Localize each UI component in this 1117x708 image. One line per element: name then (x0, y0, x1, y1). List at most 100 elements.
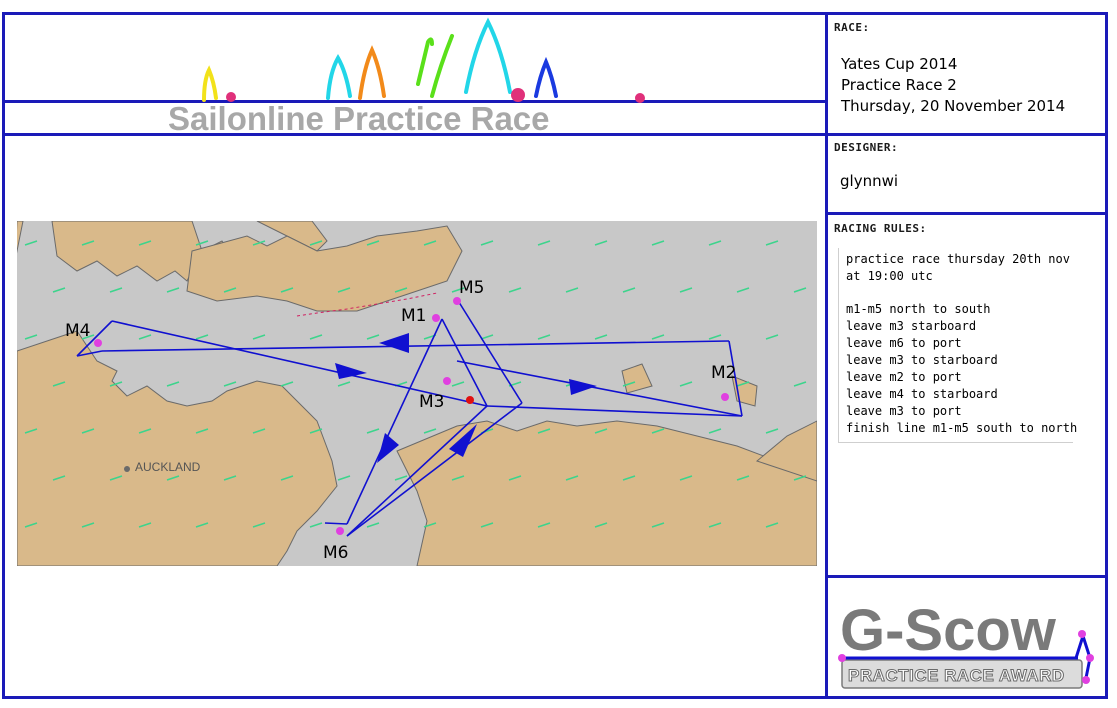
race-heading: RACE: (834, 21, 870, 34)
banner-dots (226, 88, 645, 103)
wind-arrow (594, 240, 608, 246)
map-land (17, 221, 817, 566)
wind-arrow (651, 522, 665, 528)
wind-arrow (138, 240, 152, 246)
race-subtitle: Practice Race 2 (841, 76, 957, 94)
wind-arrow (81, 334, 95, 340)
wind-arrow (765, 240, 779, 246)
wind-arrow (480, 522, 494, 528)
boat-position (466, 396, 474, 404)
rules-heading: RACING RULES: (834, 222, 927, 235)
rule-line-6: leave m3 to starboard (846, 353, 998, 367)
wind-arrow (366, 334, 380, 340)
wind-arrow (166, 381, 180, 387)
wind-arrow (195, 240, 209, 246)
mark-label-m2: M2 (711, 363, 736, 383)
rule-line-10: finish line m1-m5 south to north (846, 421, 1078, 435)
wind-arrow (24, 522, 38, 528)
wind-arrow (195, 334, 209, 340)
rule-line-3: m1-m5 north to south (846, 302, 991, 316)
mark-label-m1: M1 (401, 306, 426, 326)
wind-arrow (423, 522, 437, 528)
wind-arrow (565, 475, 579, 481)
boat-track (296, 292, 438, 317)
wind-arrow (337, 381, 351, 387)
course-lines (76, 298, 743, 537)
city-dot (124, 466, 130, 472)
race-date: Thursday, 20 November 2014 (841, 97, 1066, 115)
wind-arrow (52, 475, 66, 481)
wind-arrow (24, 428, 38, 434)
wind-arrows (24, 240, 807, 528)
wind-arrow (480, 334, 494, 340)
wind-arrow (537, 240, 551, 246)
mark-label-m5: M5 (459, 278, 484, 298)
rule-line-9: leave m3 to port (846, 404, 962, 418)
course-arrowheads (335, 333, 597, 463)
wind-arrow (537, 522, 551, 528)
wind-arrow (793, 475, 807, 481)
wind-arrow (138, 428, 152, 434)
wind-arrow (195, 522, 209, 528)
wind-arrow (622, 381, 636, 387)
wind-arrow (708, 240, 722, 246)
wind-arrow (280, 287, 294, 293)
wind-arrow (736, 287, 750, 293)
wind-arrow (651, 240, 665, 246)
wind-arrow (138, 522, 152, 528)
wind-arrow (223, 287, 237, 293)
logo-subtitle: PRACTICE RACE AWARD (848, 666, 1065, 685)
wind-arrow (679, 475, 693, 481)
banner-graphic: Sailonline Practice Race (168, 17, 645, 136)
wind-arrow (508, 287, 522, 293)
rule-line-0: practice race thursday 20th nov (846, 252, 1070, 266)
wind-arrow (651, 428, 665, 434)
wind-arrow (81, 240, 95, 246)
wind-arrow (24, 334, 38, 340)
rule-line-1: at 19:00 utc (846, 269, 933, 283)
wind-arrow (736, 475, 750, 481)
wind-arrow (337, 287, 351, 293)
wind-arrow (594, 334, 608, 340)
wind-arrow (622, 475, 636, 481)
wind-arrow (223, 475, 237, 481)
wind-arrow (138, 334, 152, 340)
wind-arrow (736, 381, 750, 387)
logo-award-band (841, 659, 1083, 689)
wind-arrow (708, 522, 722, 528)
mark-m6 (336, 527, 344, 535)
mark-m4 (94, 339, 102, 347)
wind-arrow (166, 287, 180, 293)
wind-arrow (793, 287, 807, 293)
banner-divider (2, 133, 828, 136)
gscow-logo: G-Scow PRACTICE RACE AWARD (838, 598, 1094, 689)
wind-arrow (651, 334, 665, 340)
wind-arrow (708, 334, 722, 340)
wind-arrow (52, 287, 66, 293)
rules-box (838, 248, 1073, 443)
designer-name: glynnwi (840, 172, 899, 190)
wind-arrow (451, 381, 465, 387)
wind-arrow (109, 475, 123, 481)
wind-arrow (52, 381, 66, 387)
course-map: AUCKLAND M1 M2 M3 M4 M5 M6 (17, 221, 817, 566)
logo-panel (825, 575, 1108, 699)
wind-arrow (337, 475, 351, 481)
wind-arrow (765, 428, 779, 434)
wind-arrow (309, 522, 323, 528)
rule-line-7: leave m2 to port (846, 370, 962, 384)
logo-title: G-Scow (840, 598, 1057, 663)
mark-m5 (453, 297, 461, 305)
wind-arrow (594, 428, 608, 434)
course-marks (94, 297, 729, 535)
wind-arrow (366, 522, 380, 528)
rule-line-8: leave m4 to starboard (846, 387, 998, 401)
mark-m2 (721, 393, 729, 401)
wind-arrow (280, 475, 294, 481)
wind-arrow (793, 381, 807, 387)
city-label: AUCKLAND (135, 460, 201, 474)
banner-midline (2, 100, 828, 103)
wind-arrow (309, 334, 323, 340)
wind-arrow (537, 428, 551, 434)
mark-label-m6: M6 (323, 543, 348, 563)
